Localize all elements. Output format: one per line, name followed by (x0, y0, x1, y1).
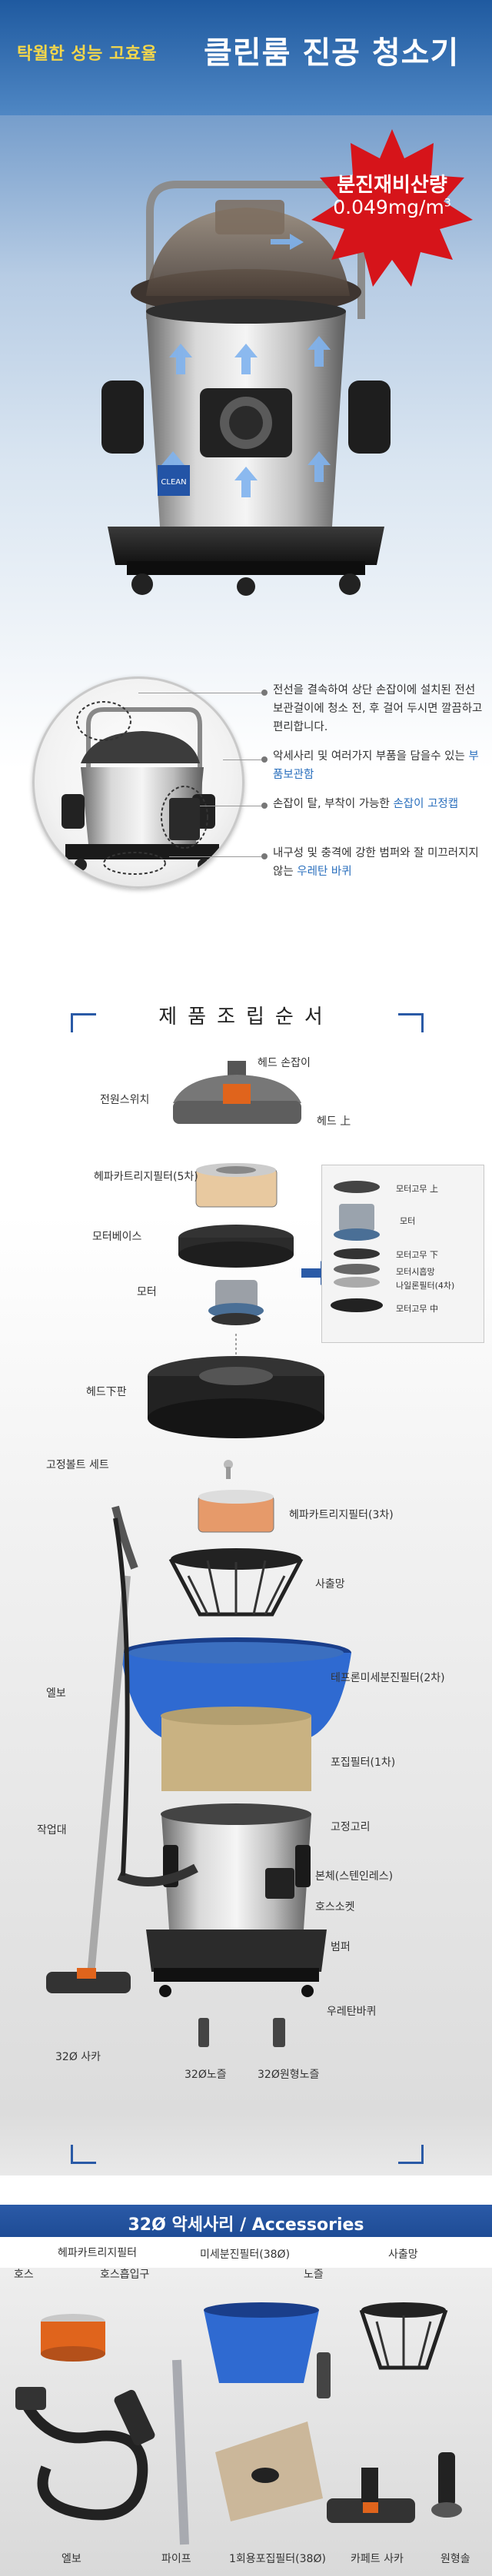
label-fix-ring: 고정고리 (331, 1821, 371, 1833)
label-fix-bolt-set: 고정볼트 세트 (46, 1459, 109, 1471)
part-motor (208, 1280, 264, 1325)
part-hose-pipe (46, 1505, 198, 1993)
acc-label-elbow: 엘보 (62, 2553, 81, 2565)
accessories-image (15, 2302, 462, 2545)
feature-note-4-text: 내구성 및 충격에 강한 범퍼와 잘 미끄러지지 않는 (273, 847, 479, 878)
label-suction-net: 사출망 (315, 1578, 345, 1590)
feature-bullet-4 (261, 853, 268, 859)
acc-label-suction-net: 사출망 (388, 2249, 418, 2261)
label-bumper: 범퍼 (331, 1941, 351, 1953)
label-head-handle: 헤드 손잡이 (258, 1057, 311, 1069)
acc-label-fine-filter: 미세분진필터(38Ø) (200, 2249, 291, 2261)
motor-inset (321, 1165, 484, 1343)
acc-label-round-brush: 원형솔 (440, 2553, 470, 2565)
part-suction-net (168, 1548, 304, 1617)
feature-bullet-2 (261, 756, 268, 763)
motor-inset-drawing (331, 1181, 383, 1312)
label-32-sakka: 32Ø 사카 (55, 2051, 101, 2063)
feature-note-4-highlight: 우레탄 바퀴 (297, 866, 352, 878)
label-power-switch: 전원스위치 (100, 1094, 150, 1106)
part-collect-filter (161, 1707, 311, 1791)
label-motor-base: 모터베이스 (92, 1231, 142, 1243)
feature-note-3-highlight: 손잡이 고정캡 (393, 798, 459, 810)
vacuum-main-image: CLEAN (101, 181, 391, 596)
label-collect-filter: 포집필터(1차) (331, 1757, 396, 1769)
part-head-bottom (148, 1334, 324, 1438)
feature-note-bumper-wheel: 내구성 및 충격에 강한 범퍼와 잘 미끄러지지 않는 우레탄 바퀴 (273, 844, 484, 881)
bracket-bottom-right (398, 2145, 424, 2164)
feature-leader-4 (169, 856, 261, 857)
inset-label-rubber-mid: 모터고무 中 (396, 1304, 438, 1314)
inset-label-rubber-top: 모터고무 上 (396, 1184, 438, 1194)
inset-label-motor-sheet: 모터시흡망 (396, 1267, 435, 1277)
assembly-title: 제품조립순서 (158, 1005, 334, 1029)
label-hepa-3: 헤파카트리지필터(3차) (289, 1509, 394, 1521)
label-hose-socket: 호스소켓 (315, 1901, 355, 1913)
accessories-title: 32Ø 악세사리 / Accessories (128, 2215, 364, 2235)
feature-note-cord-storage: 전선을 결속하여 상단 손잡이에 설치된 전선 보관걸이에 청소 전, 후 걸어… (273, 681, 484, 736)
label-hepa-5: 헤파카트리지필터(5차) (94, 1171, 198, 1183)
header-title: 클린룸 진공 청소기 (204, 35, 460, 71)
inset-label-rubber-bottom: 모터고무 下 (396, 1250, 438, 1260)
acc-label-pipe: 파이프 (161, 2553, 191, 2565)
badge-line1: 분진재비산량 (337, 174, 447, 197)
label-elbow: 엘보 (46, 1687, 66, 1700)
inset-label-motor: 모터 (400, 1216, 416, 1226)
header-subtitle: 탁월한 성능 고효율 (17, 45, 158, 64)
part-head-top (173, 1061, 301, 1124)
part-body (161, 1803, 311, 1930)
header-band (0, 0, 492, 115)
part-motor-base (178, 1225, 294, 1268)
acc-label-hepa-filter: 헤파카트리지필터 (58, 2247, 138, 2259)
feature-note-parts-box: 악세사리 및 여러가지 부품을 담을수 있는 부품보관함 (273, 747, 484, 784)
label-motor: 모터 (137, 1286, 157, 1298)
feature-note-2-highlight: 부품보관함 (273, 750, 479, 781)
label-32-nozzle: 32Ø노즐 (184, 2069, 227, 2081)
label-work-bar: 작업대 (37, 1824, 67, 1836)
feature-bullet-3 (261, 803, 268, 809)
bracket-top-left (71, 1013, 96, 1032)
acc-label-carpet-sakka: 카페트 사카 (351, 2553, 404, 2565)
badge-unit-sup: 3 (444, 197, 451, 210)
dust-badge (311, 129, 473, 287)
acc-label-hose-inlet: 호스흡입구 (100, 2269, 150, 2281)
label-teflon-filter: 테프론미세분진필터(2차) (331, 1672, 445, 1684)
label-urethane-wheel: 우레탄바퀴 (327, 2006, 377, 2018)
label-32-round-nozzle: 32Ø원형노즐 (258, 2069, 320, 2081)
acc-label-disposable-filter: 1회용포집필터(38Ø) (229, 2553, 326, 2565)
bracket-top-right (398, 1013, 424, 1032)
acc-label-hose: 호스 (14, 2269, 34, 2281)
badge-line2: 0.049mg/m3 (311, 196, 473, 218)
label-head-bottom: 헤드下판 (86, 1386, 127, 1398)
badge-value: 0.049mg/m (333, 196, 444, 218)
inset-label-nylon-filter: 나일론필터(4차) (396, 1281, 455, 1291)
vacuum-brand-label: CLEAN (161, 478, 186, 487)
feature-note-1-text: 전선을 결속하여 상단 손잡이에 설치된 전선 보관걸이에 청소 전, 후 걸어… (273, 684, 483, 733)
part-nozzles (198, 2018, 285, 2047)
bracket-bottom-left (71, 2145, 96, 2164)
feature-note-handle-cap: 손잡이 탈, 부착이 가능한 손잡이 고정캡 (273, 795, 484, 813)
feature-note-2-text: 악세사리 및 여러가지 부품을 담을수 있는 (273, 750, 469, 763)
part-bumper (146, 1930, 327, 1997)
feature-bullet-1 (261, 690, 268, 696)
part-fix-bolt (224, 1460, 233, 1479)
accessories-title-bar (0, 2205, 492, 2237)
assembly-exploded-view (46, 1061, 351, 2047)
part-hepa-5 (195, 1163, 278, 1208)
part-hepa-3 (198, 1490, 274, 1533)
label-head-top: 헤드 上 (317, 1115, 351, 1128)
acc-label-nozzle: 노즐 (304, 2269, 324, 2281)
vacuum-detail-image (62, 701, 219, 875)
feature-note-3-text: 손잡이 탈, 부착이 가능한 (273, 798, 394, 810)
feature-detail-circle (32, 676, 244, 889)
label-body: 본체(스텐인레스) (315, 1870, 394, 1883)
